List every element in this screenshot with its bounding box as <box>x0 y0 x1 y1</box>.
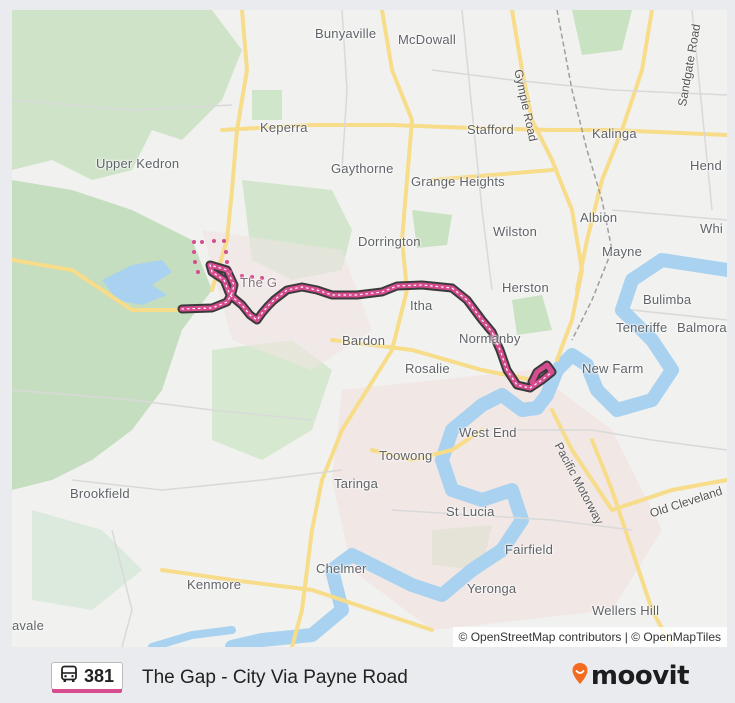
park-green <box>412 210 452 248</box>
place-label-whi: Whi <box>700 221 723 236</box>
place-label-new-farm: New Farm <box>582 361 644 376</box>
place-label-keperra: Keperra <box>260 120 308 135</box>
place-label-yeronga: Yeronga <box>467 581 517 596</box>
place-label-herston: Herston <box>502 280 549 295</box>
route-dotted-extension <box>192 239 264 280</box>
bus-icon <box>60 665 78 688</box>
route-footer: 381 The Gap - City Via Payne Road moovit <box>12 647 727 703</box>
brand-name: moovit <box>590 661 690 691</box>
map-canvas <box>12 10 727 647</box>
urban-area-2 <box>202 230 372 370</box>
place-label-balmoral: Balmoral <box>677 320 727 335</box>
place-label-wellers-hill: Wellers Hill <box>592 603 660 618</box>
brisbane-river <box>225 253 727 647</box>
park-green-2 <box>512 295 552 335</box>
place-label-rosalie: Rosalie <box>405 361 450 376</box>
railway <box>556 10 613 341</box>
forest-area-south <box>212 340 332 460</box>
park-green-4 <box>572 10 632 55</box>
place-label-st-lucia: St Lucia <box>446 504 495 519</box>
river-tributary <box>148 626 236 647</box>
forest-area-west <box>12 180 212 490</box>
place-label-brookfield: Brookfield <box>70 486 130 501</box>
route-map[interactable]: Bunyaville McDowall Keperra Stafford Kal… <box>12 10 727 647</box>
place-label-hend: Hend <box>690 158 722 173</box>
place-label-teneriffe: Teneriffe <box>616 320 668 335</box>
place-label-gaythorne: Gaythorne <box>331 161 394 176</box>
forest-area-northwest <box>12 10 242 180</box>
place-label-toowong: Toowong <box>379 448 433 463</box>
route-color-bar <box>52 689 123 693</box>
place-label-stafford: Stafford <box>467 122 514 137</box>
route-381-line <box>177 260 557 393</box>
place-label-mcdowall: McDowall <box>398 32 456 47</box>
place-label-normanby: Normanby <box>459 331 521 346</box>
route-badge[interactable]: 381 <box>51 662 124 693</box>
location-pin-icon <box>571 662 589 691</box>
route-number: 381 <box>84 665 115 686</box>
place-label-wilston: Wilston <box>493 224 538 239</box>
route-name: The Gap - City Via Payne Road <box>142 667 408 688</box>
place-label-bunyaville: Bunyaville <box>315 26 377 41</box>
place-label-mayne: Mayne <box>602 244 643 259</box>
place-label-grange-heights: Grange Heights <box>411 174 505 189</box>
park-green-5 <box>252 90 282 120</box>
place-label-west-end: West End <box>459 425 517 440</box>
place-label-itha: Itha <box>410 298 433 313</box>
place-label-fairfield: Fairfield <box>505 542 554 557</box>
place-label-bardon: Bardon <box>342 333 386 348</box>
moovit-logo[interactable]: moovit <box>571 661 690 691</box>
place-label-bulimba: Bulimba <box>643 292 692 307</box>
map-attribution[interactable]: © OpenStreetMap contributors | © OpenMap… <box>452 627 727 647</box>
attribution-text: © OpenStreetMap contributors | © OpenMap… <box>458 630 721 644</box>
place-label-chelmer: Chelmer <box>316 561 367 576</box>
place-label-dorrington: Dorrington <box>358 234 421 249</box>
place-label-upper-kedron: Upper Kedron <box>96 156 180 171</box>
major-roads <box>12 10 727 647</box>
enoggera-reservoir <box>102 260 172 305</box>
forest-area-southwest <box>32 510 142 610</box>
place-label-avale: avale <box>12 618 45 633</box>
place-label-the-gap: The G <box>240 275 278 290</box>
place-label-taringa: Taringa <box>334 476 379 491</box>
place-label-albion: Albion <box>580 210 618 225</box>
place-label-kenmore: Kenmore <box>187 577 242 592</box>
minor-roads <box>12 10 727 647</box>
place-label-kalinga: Kalinga <box>592 126 637 141</box>
